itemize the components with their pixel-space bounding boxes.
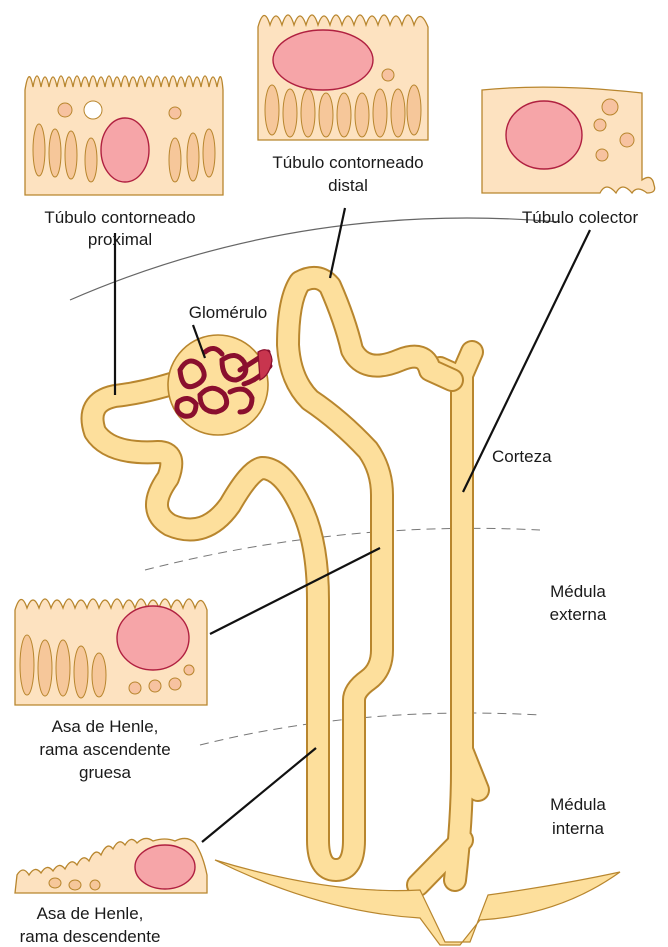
collecting-duct-cell	[482, 87, 655, 193]
descending-limb-cell	[15, 838, 207, 893]
label-desc-line2: rama descendente	[20, 927, 161, 946]
collecting-duct	[215, 352, 620, 945]
label-asc-line3: gruesa	[79, 763, 132, 782]
label-proximal-line2: proximal	[88, 230, 152, 249]
leader-asc	[210, 548, 380, 634]
label-distal-line2: distal	[328, 176, 368, 195]
label-medula-interna-line2: interna	[552, 819, 605, 838]
leader-desc	[202, 748, 316, 842]
label-proximal-line1: Túbulo contorneado	[44, 208, 195, 227]
label-desc-line1: Asa de Henle,	[37, 904, 144, 923]
label-medula-externa-line2: externa	[550, 605, 607, 624]
label-medula-externa-line1: Médula	[550, 582, 606, 601]
label-asc-line2: rama ascendente	[39, 740, 170, 759]
label-corteza: Corteza	[492, 447, 552, 466]
label-distal-line1: Túbulo contorneado	[272, 153, 423, 172]
label-asc-line1: Asa de Henle,	[52, 717, 159, 736]
distal-tubule-cell	[258, 15, 428, 140]
glomerulus	[168, 335, 272, 435]
leader-distal	[330, 208, 345, 278]
label-glomerulo: Glomérulo	[189, 303, 267, 322]
label-medula-interna-line1: Médula	[550, 795, 606, 814]
proximal-tubule-cell	[25, 76, 223, 195]
label-collecting: Túbulo colector	[522, 208, 639, 227]
ascending-limb-cell	[15, 599, 207, 705]
outer-inner-medulla-boundary	[200, 713, 540, 745]
